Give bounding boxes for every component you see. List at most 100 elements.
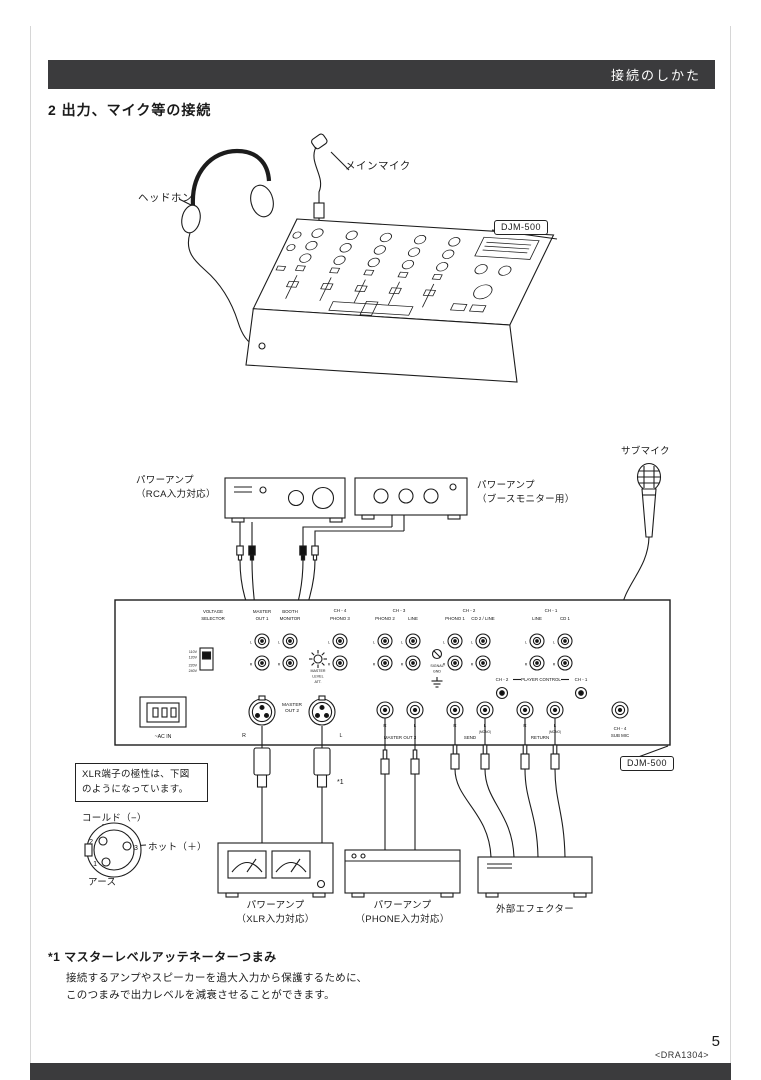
doc-code: <DRA1304>: [655, 1050, 710, 1060]
xlr-l-label: L: [340, 733, 343, 739]
xlr-pin2-number: 2: [89, 839, 93, 846]
panel-label-master1: MASTER: [253, 609, 271, 614]
power-amp-rca-label-line1: パワーアンプ: [136, 475, 194, 486]
panel-label-selector: SELECTOR: [201, 616, 225, 621]
panel-label-line3: LINE: [408, 616, 418, 621]
jack-r-label: R: [453, 723, 456, 728]
header-title: 接続のしかた: [610, 68, 701, 83]
footnote-marker: *1: [337, 779, 344, 786]
power-amp-booth-illustration: [354, 477, 468, 520]
mono-label: (MONO): [549, 730, 561, 734]
footnote-body: 接続するアンプやスピーカーを過大入力から保護するために、 このつまみで出力レベル…: [66, 970, 367, 1004]
power-amp-rca-label: パワーアンプ （RCA入力対応）: [136, 474, 216, 502]
xlr-pinout-diagram: [84, 822, 147, 878]
panel-voltage-220: 220V: [189, 664, 198, 668]
xlr-r-label: R: [242, 733, 246, 739]
xlr-cables: [253, 726, 331, 843]
footnote-body-line2: このつまみで出力レベルを減衰させることができます。: [66, 988, 335, 1001]
jack-l-label: L: [525, 641, 527, 645]
power-amp-phone-label-line1: パワーアンプ: [373, 900, 432, 911]
headphones-illustration: [178, 148, 274, 347]
jack-l-label: L: [554, 723, 557, 728]
panel-label-submic-ch4: CH - 4: [614, 726, 627, 731]
jack-r-label: R: [523, 723, 526, 728]
header-bar: 接続のしかた: [48, 60, 715, 89]
panel-label-signal: SIGNAL: [430, 664, 443, 668]
xlr-pin1-number: 1: [93, 861, 97, 868]
panel-label-gnd: GND: [433, 670, 441, 674]
panel-label-phono3: PHONO 3: [330, 616, 350, 621]
jack-l-label: L: [443, 641, 445, 645]
jack-l-label: L: [250, 641, 252, 645]
panel-label-cd1: CD 1: [560, 616, 571, 621]
power-amp-xlr-illustration: [217, 842, 334, 898]
jack-l-label: L: [278, 641, 280, 645]
jack-l-label: L: [414, 723, 417, 728]
power-amp-booth-label: パワーアンプ （ブースモニター用）: [477, 479, 575, 507]
panel-label-submic: SUB MIC: [611, 733, 629, 738]
panel-label-monitor: MONITOR: [280, 616, 301, 621]
xlr-ground-label: アース: [88, 877, 117, 888]
mono-label: (MONO): [479, 730, 491, 734]
panel-label-out2: OUT 2: [285, 708, 299, 714]
jack-l-label: L: [328, 641, 330, 645]
panel-label-master-out3: MASTER OUT 3: [384, 735, 417, 740]
panel-label-ch4: CH - 4: [334, 608, 347, 613]
jack-l-label: L: [484, 723, 487, 728]
model-badge-top: DJM-500: [494, 220, 549, 235]
power-amp-booth-label-line1: パワーアンプ: [477, 480, 535, 491]
power-amp-booth-label-line2: （ブースモニター用）: [477, 494, 575, 505]
page-border-left: [30, 26, 31, 1080]
xlr-note-line2: のようになっています。: [82, 783, 189, 795]
headphone-label: ヘッドホン: [138, 192, 193, 204]
panel-label-master-att2: LEVEL: [312, 675, 323, 679]
power-amp-phone-illustration: [344, 849, 461, 898]
panel-label-booth: BOOTH: [282, 609, 298, 614]
panel-label-cd2line: CD 2 / LINE: [471, 616, 494, 621]
jack-r-label: R: [383, 723, 386, 728]
jack-l-label: L: [401, 641, 403, 645]
panel-label-master-att1: MASTER: [311, 669, 326, 673]
jack-r-label: R: [525, 663, 528, 667]
jack-r-label: R: [471, 663, 474, 667]
panel-label-player-control: PLAYER CONTROL: [521, 677, 561, 682]
jack-r-label: R: [373, 663, 376, 667]
power-amp-phone-label: パワーアンプ （PHONE入力対応）: [345, 899, 460, 927]
panel-label-ch1: CH - 1: [545, 608, 558, 613]
panel-label-out1: OUT 1: [256, 616, 269, 621]
jack-r-label: R: [328, 663, 331, 667]
effector-label: 外部エフェクター: [495, 904, 575, 915]
footnote-body-line1: 接続するアンプやスピーカーを過大入力から保護するために、: [66, 972, 368, 984]
jack-l-label: L: [373, 641, 375, 645]
section-title: 2 出力、マイク等の接続: [48, 102, 212, 118]
panel-label-phono1: PHONO 1: [445, 616, 465, 621]
rear-panel-illustration: [114, 599, 671, 746]
master-level-att-knob: [309, 650, 327, 668]
panel-label-master-att3: ATT.: [314, 680, 321, 684]
xlr-pin3-number: 3: [134, 845, 138, 852]
mixer-illustration: [245, 218, 555, 383]
jack-r-label: R: [278, 663, 281, 667]
jack-r-label: R: [553, 663, 556, 667]
effector-cables: [450, 718, 566, 858]
voltage-selector-switch: [199, 647, 214, 671]
power-amp-rca-label-line2: （RCA入力対応）: [136, 489, 216, 500]
panel-voltage-240: 240V: [189, 669, 198, 673]
panel-label-ch3: CH - 3: [393, 608, 406, 613]
ac-inlet: [139, 696, 187, 728]
model-badge-bottom: DJM-500: [620, 756, 675, 771]
page-number: 5: [711, 1033, 720, 1050]
panel-label-phono2: PHONO 2: [375, 616, 395, 621]
sub-mic-label: サブマイク: [621, 446, 670, 457]
page-border-right: [730, 26, 731, 1080]
jack-r-label: R: [443, 663, 446, 667]
main-mic-illustration: [311, 133, 350, 223]
panel-label-pc-ch1: CH - 1: [575, 677, 588, 682]
power-amp-phone-label-line2: （PHONE入力対応）: [355, 914, 450, 925]
panel-label-send: SEND: [464, 735, 476, 740]
xlr-note-box: XLR端子の極性は、下図 のようになっています。: [75, 763, 208, 803]
jack-r-label: R: [401, 663, 404, 667]
panel-voltage-120: 120V: [189, 656, 198, 660]
power-amp-xlr-label-line1: パワーアンプ: [246, 900, 305, 911]
